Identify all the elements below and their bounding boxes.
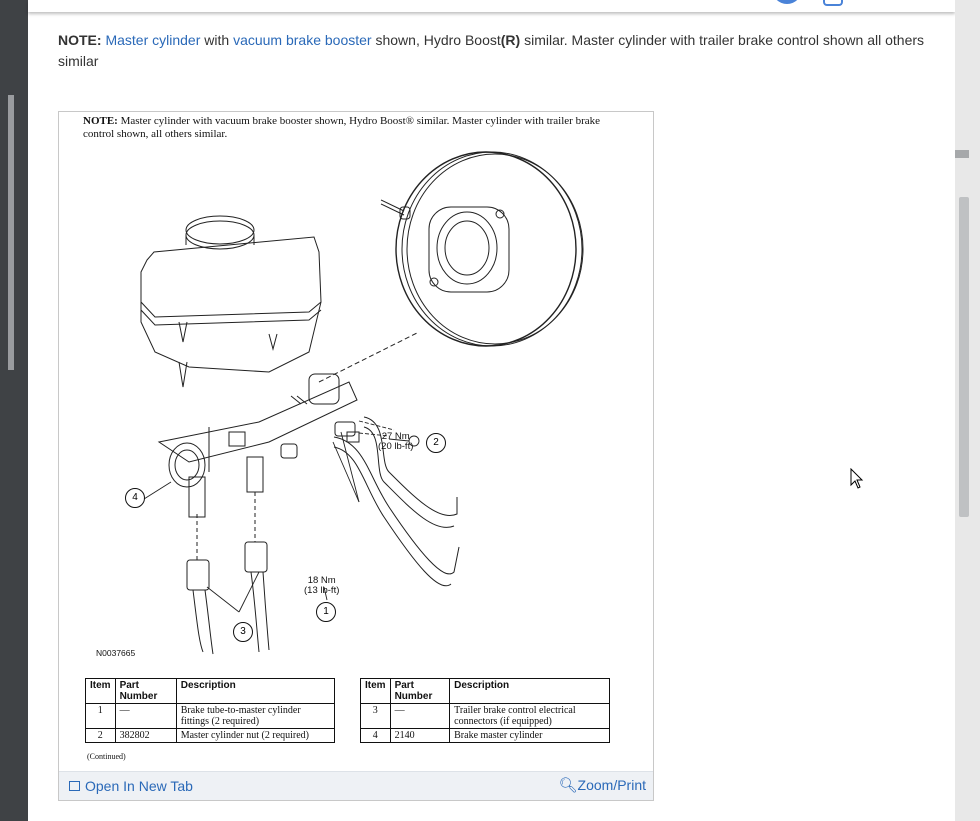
note-text-1: with: [200, 32, 234, 48]
content-page: NOTE: Master cylinder with vacuum brake …: [28, 0, 955, 821]
torque-27-lbft: (20 lb-ft): [378, 441, 414, 452]
callout-1: 1: [316, 602, 336, 622]
page-scrollbar[interactable]: [955, 0, 980, 821]
callout-4: 4: [125, 488, 145, 508]
torque-27-label: 27 Nm(20 lb-ft): [378, 432, 413, 452]
col-part-number: Part Number: [389, 678, 451, 704]
col-part-number: Part Number: [114, 678, 177, 704]
col-item: Item: [85, 678, 116, 704]
part-cell: 382802: [114, 728, 177, 743]
callout-2: 2: [426, 433, 446, 453]
top-toolbar: [28, 0, 955, 12]
desc-cell: Trailer brake control electrical connect…: [449, 703, 610, 729]
brake-tubes-drawing: [280, 416, 460, 587]
item-cell: 3: [360, 703, 391, 729]
part-cell: 2140: [389, 728, 451, 743]
mouse-cursor-icon: [850, 468, 864, 489]
table-header-row: Item Part Number Description: [360, 678, 610, 704]
bookmark-icon[interactable]: [823, 0, 843, 6]
table-row: 3 — Trailer brake control electrical con…: [360, 703, 610, 729]
zoom-print-label: Zoom/Print: [577, 777, 646, 793]
drawing-id: N0037665: [96, 648, 136, 658]
left-scroll-highlight: [8, 95, 14, 370]
open-in-new-tab-label: Open In New Tab: [85, 778, 193, 794]
left-window-edge: [0, 0, 28, 821]
note-paragraph: NOTE: Master cylinder with vacuum brake …: [58, 30, 938, 72]
note-text-2: shown, Hydro Boost: [371, 32, 501, 48]
part-cell: —: [389, 703, 451, 729]
torque-18-lbft: (13 lb-ft): [304, 585, 340, 596]
zoom-icon: 🔍︎: [558, 777, 578, 794]
table-row: 2 382802 Master cylinder nut (2 required…: [85, 728, 336, 743]
continued-label: (Continued): [87, 752, 126, 761]
figure-note: NOTE: Master cylinder with vacuum brake …: [83, 115, 609, 141]
trailer-connectors-drawing: [186, 492, 270, 655]
desc-cell: Master cylinder nut (2 required): [175, 728, 336, 743]
service-figure: NOTE: Master cylinder with vacuum brake …: [58, 111, 654, 801]
table-row: 1 — Brake tube-to-master cylinder fittin…: [85, 703, 336, 729]
figure-note-label: NOTE:: [83, 115, 118, 127]
item-cell: 1: [85, 703, 116, 729]
open-new-tab-icon: [69, 781, 80, 791]
desc-cell: Brake master cylinder: [449, 728, 610, 743]
scrollbar-thumb[interactable]: [959, 197, 969, 517]
reservoir-drawing: [140, 215, 322, 388]
user-avatar-icon[interactable]: [772, 0, 802, 4]
item-cell: 4: [360, 728, 391, 743]
col-description: Description: [175, 678, 336, 704]
master-cylinder-link[interactable]: Master cylinder: [105, 32, 201, 48]
zoom-print-link[interactable]: 🔍︎Zoom/Print: [558, 776, 646, 794]
parts-table-left: Item Part Number Description 1 — Brake t…: [85, 678, 336, 743]
table-header-row: Item Part Number Description: [85, 678, 336, 704]
open-in-new-tab-link[interactable]: Open In New Tab: [69, 778, 193, 794]
part-cell: —: [114, 703, 177, 729]
scroll-marker: [955, 150, 969, 158]
item-cell: 2: [85, 728, 116, 743]
note-text-3: similar. Master cylinder with trailer br…: [58, 32, 925, 69]
brake-booster-drawing: [380, 151, 584, 347]
callout-3: 3: [233, 622, 253, 642]
desc-cell: Brake tube-to-master cylinder fittings (…: [175, 703, 336, 729]
parts-table-right: Item Part Number Description 3 — Trailer…: [360, 678, 610, 743]
figure-note-text: Master cylinder with vacuum brake booste…: [83, 115, 601, 140]
master-cylinder-drawing: [140, 151, 584, 655]
master-cylinder-body-drawing: [157, 331, 420, 518]
registered-mark: (R): [500, 32, 521, 48]
vacuum-brake-booster-link[interactable]: vacuum brake booster: [233, 32, 372, 48]
col-item: Item: [360, 678, 391, 704]
table-row: 4 2140 Brake master cylinder: [360, 728, 610, 743]
torque-27-nm: 27 Nm: [381, 431, 410, 442]
leader-lines: [143, 420, 420, 613]
figure-actions-bar: Open In New Tab 🔍︎Zoom/Print: [59, 771, 653, 800]
note-label: NOTE:: [58, 32, 102, 48]
torque-18-label: 18 Nm(13 lb-ft): [304, 576, 339, 596]
torque-18-nm: 18 Nm: [307, 575, 336, 586]
col-description: Description: [449, 678, 610, 704]
